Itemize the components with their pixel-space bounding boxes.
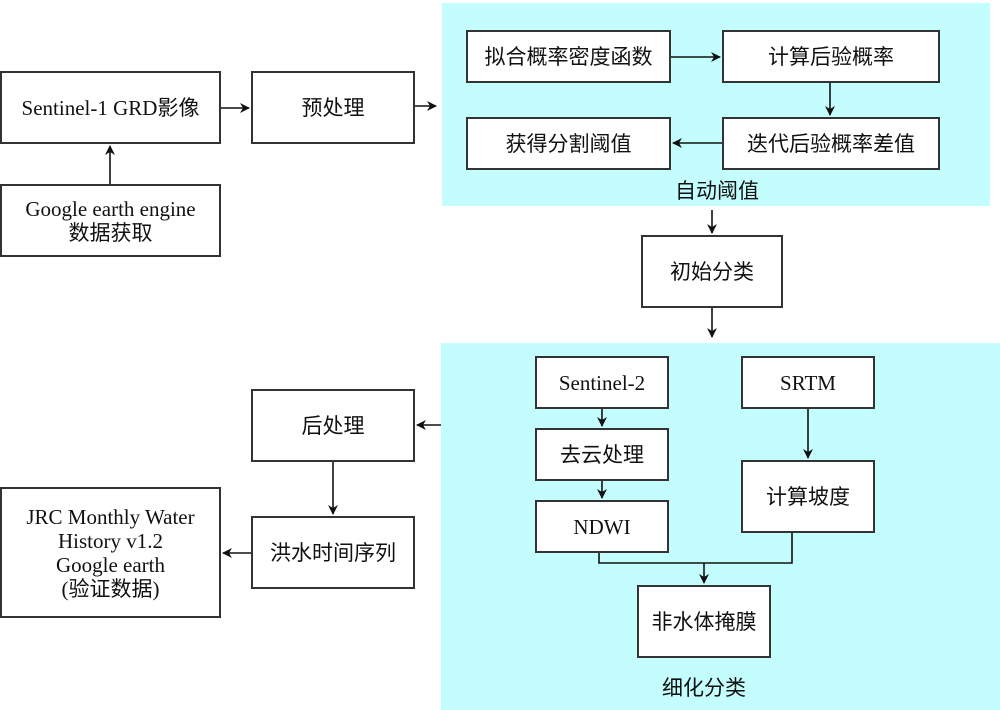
refine-classification-label: 细化分类 bbox=[662, 676, 746, 700]
slope-box: 计算坡度 bbox=[741, 460, 875, 533]
gee-data-box: Google earth engine 数据获取 bbox=[0, 184, 221, 257]
segmentation-threshold-box: 获得分割阈值 bbox=[466, 117, 671, 170]
posterior-probability-box: 计算后验概率 bbox=[722, 30, 940, 83]
srtm-box: SRTM bbox=[741, 356, 875, 409]
flood-time-series-box: 洪水时间序列 bbox=[251, 516, 415, 589]
validation-data-box: JRC Monthly Water History v1.2 Google ea… bbox=[0, 487, 221, 618]
cloud-removal-box: 去云处理 bbox=[535, 428, 669, 481]
ndwi-box: NDWI bbox=[535, 500, 669, 553]
postprocess-box: 后处理 bbox=[251, 389, 415, 462]
initial-classification-box: 初始分类 bbox=[641, 235, 783, 308]
non-water-mask-box: 非水体掩膜 bbox=[637, 585, 771, 658]
iterate-difference-box: 迭代后验概率差值 bbox=[722, 117, 940, 170]
sentinel1-grd-box: Sentinel-1 GRD影像 bbox=[0, 71, 221, 144]
fit-pdf-box: 拟合概率密度函数 bbox=[466, 30, 671, 83]
sentinel2-box: Sentinel-2 bbox=[535, 356, 669, 409]
preprocess-box: 预处理 bbox=[251, 71, 415, 144]
auto-threshold-label: 自动阈值 bbox=[675, 179, 759, 203]
